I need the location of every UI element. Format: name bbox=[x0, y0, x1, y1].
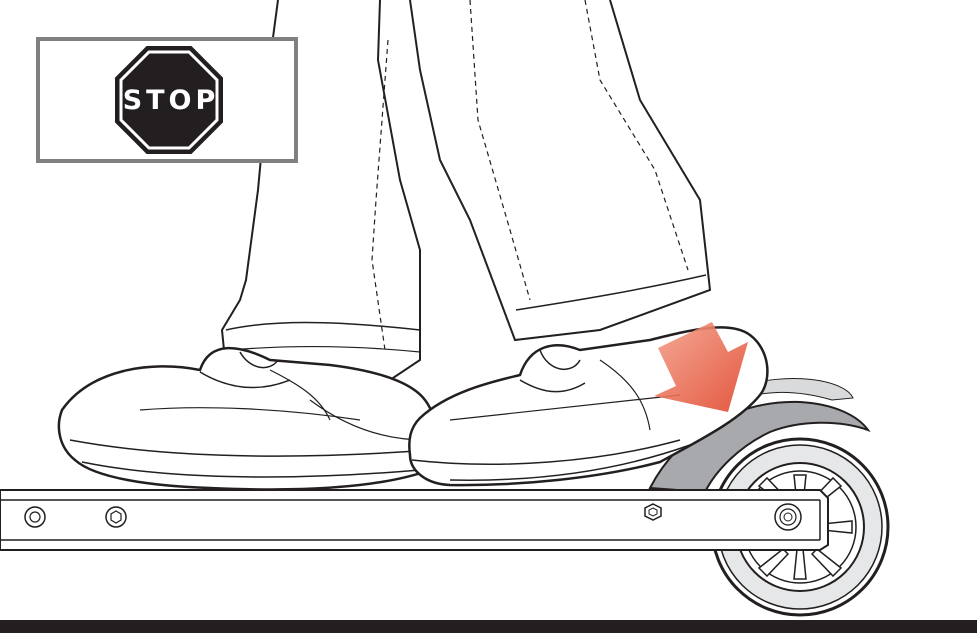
footer-bar bbox=[0, 620, 977, 633]
scooter-deck bbox=[0, 489, 829, 551]
left-shoe bbox=[57, 346, 439, 491]
stop-sign-icon bbox=[115, 46, 223, 154]
press-down-arrow-icon bbox=[654, 322, 748, 412]
right-leg bbox=[409, 0, 712, 342]
deck-screws bbox=[24, 503, 802, 531]
stop-sign-label: STOP bbox=[122, 84, 220, 116]
